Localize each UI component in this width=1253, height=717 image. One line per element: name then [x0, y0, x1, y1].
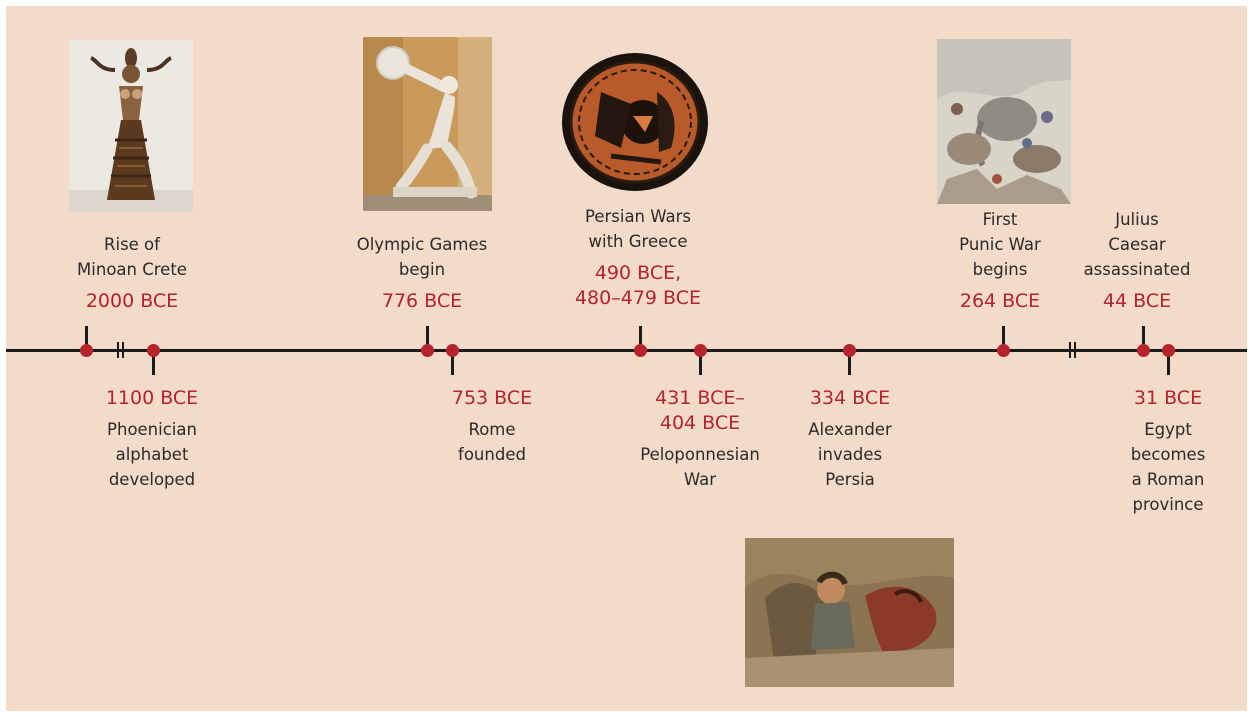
- event-description: Persian Wars: [584, 207, 692, 226]
- tick-rome: [451, 351, 454, 375]
- timeline-axis: [6, 349, 1247, 352]
- dot-caesar: [1137, 344, 1150, 357]
- event-description: First: [982, 210, 1018, 229]
- tick-alexander: [848, 351, 851, 375]
- event-punic: First Punic War begins 264 BCE: [900, 207, 1100, 314]
- dot-alexander: [843, 344, 856, 357]
- hoplite-plate-image: [561, 52, 709, 192]
- tick-pelop: [699, 351, 702, 375]
- event-olympic: Olympic Games begin 776 BCE: [322, 232, 522, 314]
- dot-phoenician: [147, 344, 160, 357]
- tick-egypt: [1167, 351, 1170, 375]
- event-alexander: 334 BCE Alexander invades Persia: [750, 386, 950, 492]
- event-egypt: 31 BCE Egypt becomes a Roman province: [1068, 386, 1247, 517]
- event-description: a Roman: [1131, 470, 1205, 489]
- tick-minoan: [85, 326, 88, 350]
- dot-punic: [997, 344, 1010, 357]
- event-date: 334 BCE: [809, 387, 891, 409]
- event-description: War: [683, 470, 717, 489]
- event-description: Olympic Games: [356, 235, 488, 254]
- event-description: assassinated: [1083, 260, 1191, 279]
- event-description: founded: [458, 445, 526, 464]
- event-description: Rise of: [104, 235, 160, 254]
- event-date: 404 BCE: [659, 412, 741, 434]
- event-description: Egypt: [1144, 420, 1192, 439]
- event-caesar: Julius Caesar assassinated 44 BCE: [1037, 207, 1237, 314]
- event-rome: 753 BCE Rome founded: [392, 386, 592, 467]
- tick-olympic: [426, 326, 429, 350]
- dot-persian: [634, 344, 647, 357]
- tick-caesar: [1142, 326, 1145, 350]
- event-description: becomes: [1130, 445, 1206, 464]
- event-date: 31 BCE: [1133, 387, 1203, 409]
- timeline-panel: Rise of Minoan Crete 2000 BCE Olympic Ga…: [6, 6, 1247, 711]
- event-description: Caesar: [1108, 235, 1166, 254]
- event-description: Peloponnesian: [640, 445, 760, 464]
- axis-break: [1069, 342, 1071, 358]
- axis-break: [122, 342, 124, 358]
- dot-egypt: [1162, 344, 1175, 357]
- tick-phoenician: [152, 351, 155, 375]
- dot-pelop: [694, 344, 707, 357]
- event-date: 264 BCE: [959, 290, 1041, 312]
- event-date: 44 BCE: [1102, 290, 1172, 312]
- event-description: Minoan Crete: [77, 260, 187, 279]
- event-description: begin: [398, 260, 446, 279]
- event-date: 753 BCE: [451, 387, 533, 409]
- battle-engraving-image: [937, 39, 1071, 204]
- event-pelop: 431 BCE– 404 BCE Peloponnesian War: [600, 386, 800, 492]
- event-description: province: [1132, 495, 1204, 514]
- event-description: with Greece: [588, 232, 688, 251]
- event-persian: Persian Wars with Greece 490 BCE, 480–47…: [538, 204, 738, 311]
- event-description: Phoenician: [107, 420, 197, 439]
- axis-break: [117, 342, 119, 358]
- event-minoan: Rise of Minoan Crete 2000 BCE: [32, 232, 232, 314]
- dot-rome: [446, 344, 459, 357]
- event-phoenician: 1100 BCE Phoenician alphabet developed: [52, 386, 252, 492]
- event-date: 480–479 BCE: [574, 287, 702, 309]
- event-description: invades: [817, 445, 883, 464]
- event-date: 431 BCE–: [655, 387, 745, 409]
- axis-break: [1074, 342, 1076, 358]
- event-description: developed: [108, 470, 196, 489]
- event-description: Alexander: [808, 420, 892, 439]
- event-description: Rome: [468, 420, 516, 439]
- dot-minoan: [80, 344, 93, 357]
- event-description: Punic War: [959, 235, 1041, 254]
- event-description: alphabet: [115, 445, 189, 464]
- snake-goddess-image: [69, 40, 193, 212]
- event-date: 2000 BCE: [85, 290, 179, 312]
- discobolus-image: [363, 37, 492, 211]
- event-description: Julius: [1115, 210, 1159, 229]
- event-date: 490 BCE,: [594, 262, 682, 284]
- alexander-mosaic-image: [745, 538, 954, 687]
- tick-punic: [1002, 326, 1005, 350]
- event-description: begins: [972, 260, 1028, 279]
- event-date: 776 BCE: [381, 290, 463, 312]
- tick-persian: [639, 326, 642, 350]
- dot-olympic: [421, 344, 434, 357]
- event-date: 1100 BCE: [105, 387, 199, 409]
- event-description: Persia: [825, 470, 875, 489]
